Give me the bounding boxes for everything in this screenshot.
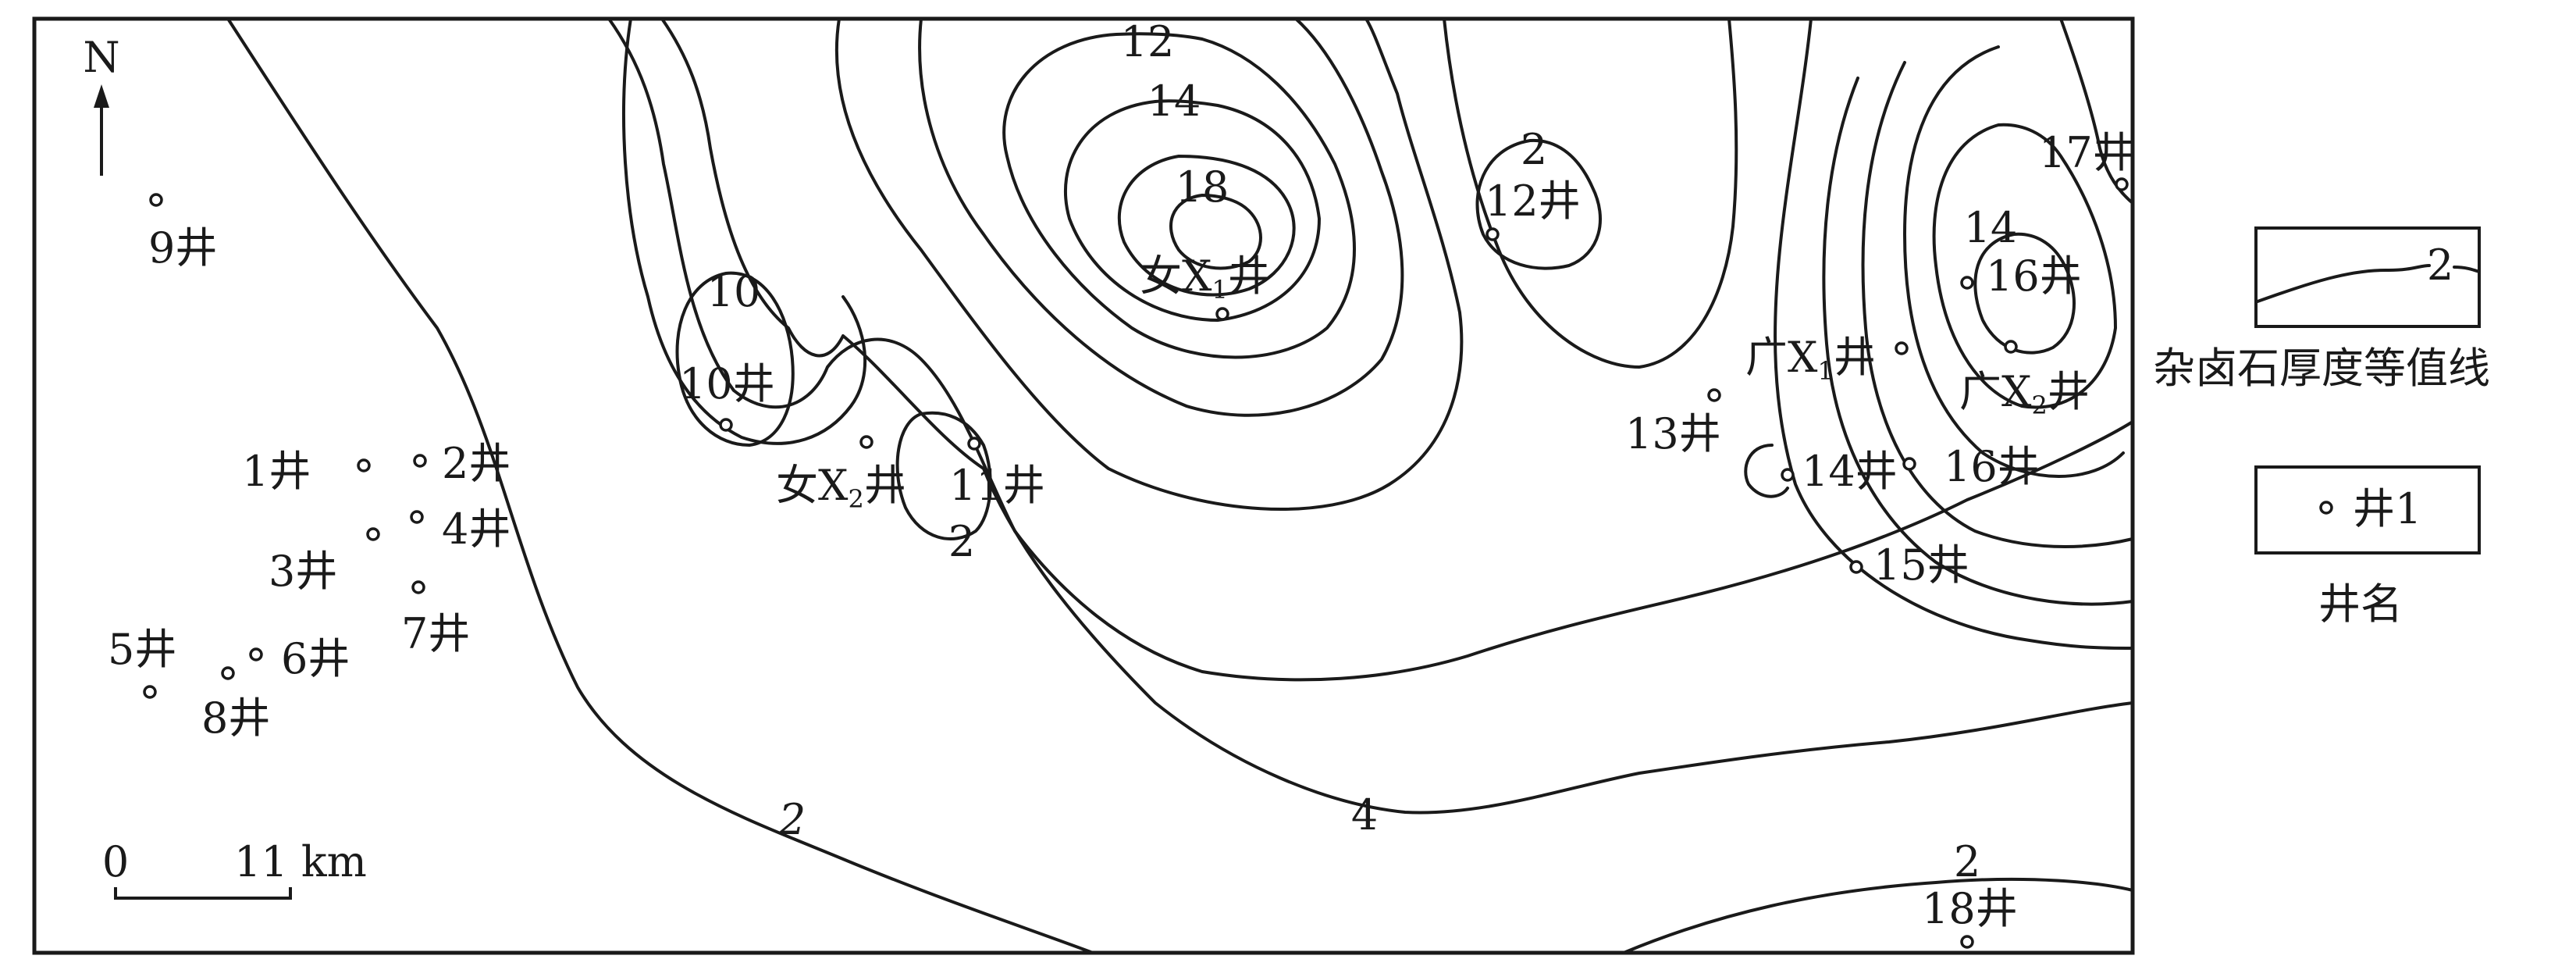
contour-12-loop: [1002, 32, 1356, 359]
contour-4: [660, 17, 2134, 815]
north-label: N: [83, 33, 119, 82]
well-label-6: 6井: [281, 634, 350, 683]
well-label-gx1: 广X1井: [1745, 333, 1876, 386]
contour-2-west: [226, 17, 1094, 954]
well-label-15: 15井: [1873, 540, 1969, 590]
contour-label-2-north: 2: [1521, 125, 1547, 174]
contour-east-4: [1903, 45, 2125, 478]
contour-label-group: 12 14 18 10 2 2 2 4 14 2: [707, 17, 2018, 886]
well-label-10: 10井: [679, 359, 775, 408]
legend-well-box: [2254, 465, 2481, 554]
map-frame: [32, 16, 2135, 955]
contour-label-2-south: 2: [1954, 837, 1980, 886]
well-label-16a: 16井: [1986, 251, 2082, 301]
well-marker: [1849, 560, 1863, 574]
well-label-16b: 16井: [1944, 442, 2040, 491]
legend-contour-value: 2: [2427, 241, 2453, 290]
well-label-18: 18井: [1922, 884, 2018, 933]
north-arrow: N: [83, 33, 120, 176]
well-marker: [1781, 468, 1795, 482]
well-marker: [366, 527, 380, 541]
legend: 2 杂卤石厚度等值线 井1 井名: [2153, 226, 2490, 629]
contour-2-well11: [895, 411, 992, 540]
contour-8: [834, 17, 1464, 511]
scale-bar: 0 11 km: [102, 837, 367, 900]
contour-18-loop: [1169, 194, 1262, 270]
well-marker: [2115, 177, 2129, 191]
well-marker: [149, 193, 163, 207]
legend-well-sample: 井1: [2353, 484, 2421, 533]
well-label-8: 8井: [201, 694, 270, 743]
well-marker: [1902, 457, 1916, 471]
contour-label-2-well11: 2: [948, 517, 975, 566]
well-label-2: 2井: [442, 439, 511, 488]
well-label-13: 13井: [1625, 409, 1721, 458]
well-marker: [1960, 935, 1974, 949]
well-marker: [221, 666, 235, 680]
legend-contour-box: [2254, 226, 2481, 328]
contour-2-south: [1622, 877, 2134, 954]
contour-east-3: [1861, 61, 2134, 548]
well-label-4: 4井: [442, 505, 511, 554]
contour-10-well10-outer: [622, 17, 867, 445]
well-marker: [967, 437, 981, 451]
contour-16-loop: [1117, 155, 1296, 297]
legend-contour-line: [2256, 264, 2481, 303]
contour-lines: [226, 17, 2134, 954]
contour-label-10: 10: [707, 267, 761, 316]
contour-6: [607, 17, 2134, 682]
well-label-14: 14井: [1802, 447, 1898, 496]
well-marker: [1960, 276, 1974, 290]
well-label-11: 11井: [949, 461, 1045, 510]
well-marker: [411, 580, 425, 594]
legend-contour-caption: 杂卤石厚度等值线: [2153, 344, 2490, 393]
legend-well-caption: 井名: [2318, 579, 2403, 629]
well-marker: [1895, 341, 1909, 355]
contour-14-loop: [1064, 99, 1321, 322]
contour-2-well12: [1475, 138, 1602, 270]
well-marker: [2004, 340, 2018, 354]
well-marker: [1707, 388, 1721, 402]
well-marker: [413, 454, 427, 468]
contour-4-north: [1443, 17, 1738, 369]
contour-label-14: 14: [1147, 77, 1201, 126]
well-label-17: 17井: [2039, 128, 2135, 177]
well-label-5: 5井: [108, 625, 176, 674]
well-marker: [143, 685, 157, 699]
legend-well-marker: [2319, 501, 2333, 515]
contour-label-18: 18: [1176, 162, 1229, 212]
well-label-gx2: 广X2井: [1959, 367, 2090, 420]
contour-10-well10: [675, 271, 795, 447]
well-label-9: 9井: [148, 223, 217, 273]
well-marker: [1485, 227, 1500, 241]
well-label-3: 3井: [269, 547, 337, 596]
well-label-1: 1井: [242, 447, 311, 496]
contour-label-12: 12: [1121, 17, 1175, 66]
contour-east-14: [1973, 232, 2076, 355]
contour-east-5: [1932, 123, 2117, 409]
well-label-7: 7井: [401, 609, 470, 658]
well-label-12: 12井: [1485, 177, 1581, 226]
well-marker: [1215, 307, 1229, 321]
well-marker: [357, 458, 371, 472]
contour-10-loop: [918, 17, 1404, 417]
well-marker: [859, 435, 873, 449]
scale-zero: 0: [102, 837, 129, 886]
contour-label-2-southwest: 2: [778, 795, 806, 844]
contour-label-14-east: 14: [1964, 203, 2018, 252]
contour-label-4: 4: [1351, 790, 1378, 840]
wells: 9井 1井 2井 3井 4井 7井 5井 6井 8井 10井 女X2井 11井 …: [108, 128, 2135, 949]
contour-east-2: [1822, 77, 2134, 606]
well-marker: [719, 418, 733, 432]
scale-value: 11 km: [234, 837, 367, 886]
well-label-nvx1: 女X1井: [1140, 251, 1270, 305]
well-marker: [410, 510, 424, 524]
well-marker: [249, 647, 263, 661]
contour-well14-loop: [1744, 444, 1789, 498]
well-label-nvx2: 女X2井: [776, 461, 906, 514]
